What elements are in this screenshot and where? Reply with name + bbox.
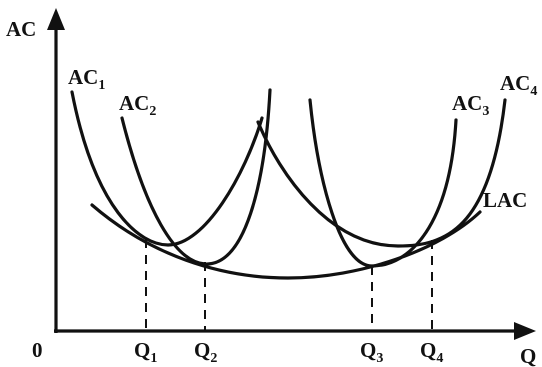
- ac4-label: AC4: [500, 71, 537, 99]
- ac1-curve: [70, 90, 264, 247]
- ac2-label: AC2: [119, 91, 156, 119]
- ac4-curve: [256, 98, 507, 248]
- x-axis-arrowhead: [514, 322, 536, 340]
- ac3-label: AC3: [452, 91, 489, 119]
- y-axis-label: AC: [6, 17, 36, 41]
- x-axis-label: Q: [520, 344, 536, 367]
- y-axis-arrowhead: [47, 8, 65, 30]
- q2-label: Q2: [194, 338, 217, 366]
- ac1-label: AC1: [68, 65, 105, 93]
- q4-label: Q4: [420, 338, 443, 366]
- q3-label: Q3: [360, 338, 383, 366]
- q1-label: Q1: [134, 338, 157, 366]
- origin-label: 0: [32, 338, 43, 362]
- lac-label: LAC: [483, 188, 527, 212]
